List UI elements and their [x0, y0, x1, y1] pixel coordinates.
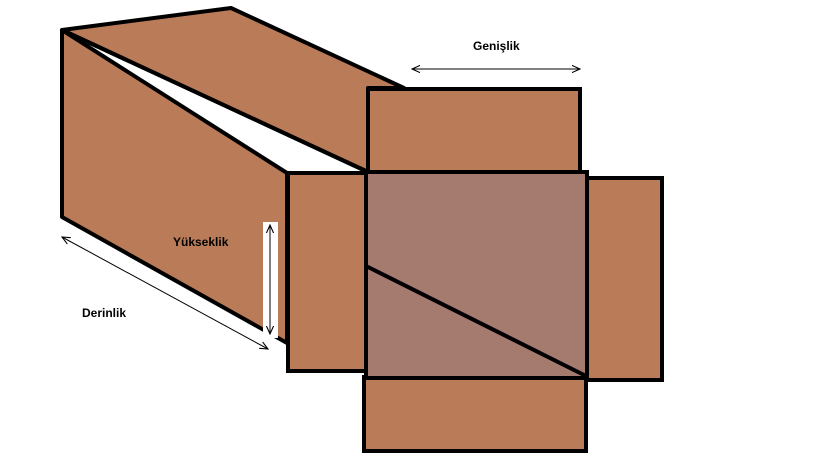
right-flap — [584, 176, 664, 382]
height-label: Yükseklik — [173, 235, 229, 249]
opening-diagonal — [365, 264, 587, 378]
left-flap — [286, 171, 370, 373]
box-top-edge — [61, 28, 369, 174]
top-flap — [366, 87, 582, 174]
depth-arrow — [62, 237, 268, 349]
depth-label: Derinlik — [82, 306, 127, 320]
bottom-flap — [362, 375, 588, 453]
box-opening — [364, 170, 589, 380]
width-label: Genişlik — [473, 39, 520, 53]
